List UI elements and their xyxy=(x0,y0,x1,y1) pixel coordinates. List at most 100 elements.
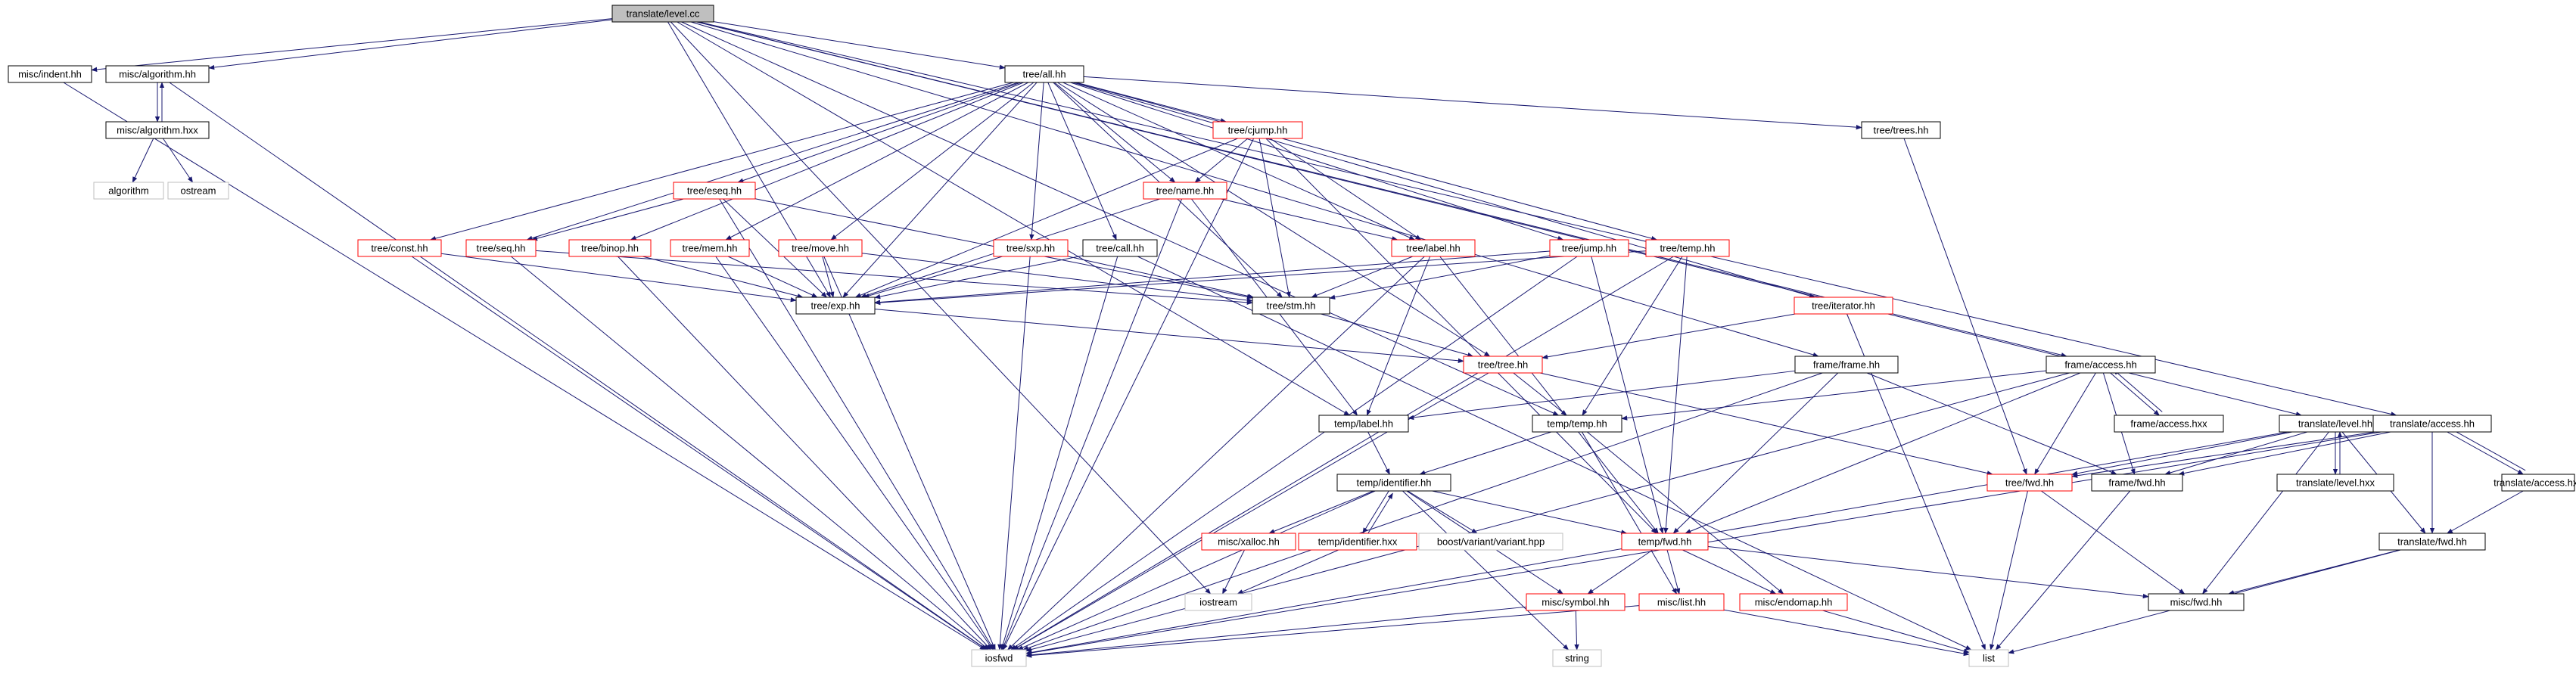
node-misc-algorithm-hh[interactable]: misc/algorithm.hh xyxy=(105,65,210,83)
edge-tree_eseq_hh-to-iosfwd xyxy=(719,198,994,651)
node-label: iosfwd xyxy=(985,653,1013,664)
node-tree-seq-hh[interactable]: tree/seq.hh xyxy=(465,239,537,257)
node-level-cc[interactable]: translate/level.cc xyxy=(611,5,714,23)
edge-tree_cjump_hh-to-tree_exp_hh xyxy=(854,138,1238,298)
node-frame-frame-hh[interactable]: frame/frame.hh xyxy=(1794,356,1899,374)
node-frame-fwd-hh[interactable]: frame/fwd.hh xyxy=(2091,474,2183,492)
edge-translate_level_hh-to-frame_fwd_hh xyxy=(2164,431,2308,476)
edge-tree_all_hh-to-tree_sxp_hh xyxy=(1029,82,1044,241)
node-tree-iterator-hh[interactable]: tree/iterator.hh xyxy=(1794,297,1893,315)
edge-translate_access_hh-to-frame_fwd_hh xyxy=(2178,431,2391,476)
node-box xyxy=(1184,593,1252,611)
node-translate-access-hxx[interactable]: translate/access.hxx xyxy=(2494,474,2576,492)
edge-tree_all_hh-to-tree_call_hh xyxy=(1047,82,1117,241)
edge-tree_call_hh-to-list xyxy=(1137,256,1972,651)
edge-tree_all_hh-to-tree_const_hh xyxy=(429,82,1014,241)
edge-tree_call_hh-to-tree_exp_hh xyxy=(874,255,1084,300)
node-misc-fwd-hh[interactable]: misc/fwd.hh xyxy=(2148,593,2245,611)
edge-tree_binop_hh-to-tree_exp_hh xyxy=(642,256,804,299)
node-tree-temp-hh[interactable]: tree/temp.hh xyxy=(1645,239,1730,257)
node-tree-exp-hh[interactable]: tree/exp.hh xyxy=(795,297,876,315)
node-misc-symbol-hh[interactable]: misc/symbol.hh xyxy=(1526,593,1626,611)
node-tree-label-hh[interactable]: tree/label.hh xyxy=(1391,239,1476,257)
node-translate-fwd-hh[interactable]: translate/fwd.hh xyxy=(2378,533,2486,551)
edge-translate_access_hh-to-tree_fwd_hh xyxy=(2071,431,2376,478)
node-label: list xyxy=(1983,653,1995,664)
edge-tree_sxp_hh-to-tree_stm_hh xyxy=(1067,256,1254,299)
node-tree-jump-hh[interactable]: tree/jump.hh xyxy=(1549,239,1629,257)
edge-temp_label_hh-to-temp_identifier_hh xyxy=(1367,431,1390,475)
node-temp-temp-hh[interactable]: temp/temp.hh xyxy=(1532,415,1622,433)
node-misc-list-hh[interactable]: misc/list.hh xyxy=(1638,593,1725,611)
edge-translate_access_hxx-to-translate_fwd_hh xyxy=(2447,490,2524,534)
node-box xyxy=(1212,121,1303,139)
edge-temp_fwd_hh-to-misc_fwd_hh xyxy=(1707,545,2149,599)
node-tree-trees-hh[interactable]: tree/trees.hh xyxy=(1861,121,1941,139)
edge-temp_fwd_hh-to-misc_list_hh xyxy=(1666,549,1681,595)
edge-misc_list_hh-to-iosfwd xyxy=(1025,605,1640,658)
node-tree-binop-hh[interactable]: tree/binop.hh xyxy=(568,239,652,257)
node-temp-identifier-hh[interactable]: temp/identifier.hh xyxy=(1336,474,1451,492)
node-ostream[interactable]: ostream xyxy=(167,182,229,200)
node-temp-identifier-hxx[interactable]: temp/identifier.hxx xyxy=(1298,533,1417,551)
node-algorithm[interactable]: algorithm xyxy=(93,182,164,200)
node-string[interactable]: string xyxy=(1552,649,1602,667)
edge-translate_access_hxx-to-translate_access_hh xyxy=(2448,427,2526,471)
node-misc-indent-hh[interactable]: misc/indent.hh xyxy=(8,65,92,83)
node-tree-sxp-hh[interactable]: tree/sxp.hh xyxy=(993,239,1069,257)
node-translate-level-hxx[interactable]: translate/level.hxx xyxy=(2276,474,2394,492)
node-iostream[interactable]: iostream xyxy=(1184,593,1252,611)
node-tree-stm-hh[interactable]: tree/stm.hh xyxy=(1252,297,1330,315)
edge-tree_temp_hh-to-tree_exp_hh xyxy=(874,250,1647,306)
node-temp-label-hh[interactable]: temp/label.hh xyxy=(1318,415,1409,433)
edge-temp_temp_hh-to-misc_endomap_hh xyxy=(1587,431,1784,595)
edge-frame_frame_hh-to-temp_fwd_hh xyxy=(1672,372,1839,534)
node-tree-tree-hh[interactable]: tree/tree.hh xyxy=(1463,356,1543,374)
node-label: tree/temp.hh xyxy=(1660,243,1716,254)
node-label: tree/fwd.hh xyxy=(2005,477,2054,489)
node-box xyxy=(2276,474,2394,492)
node-misc-algorithm-hxx[interactable]: misc/algorithm.hxx xyxy=(105,121,210,139)
node-tree-fwd-hh[interactable]: tree/fwd.hh xyxy=(1986,474,2073,492)
node-label: frame/access.hh xyxy=(2064,359,2136,371)
node-box xyxy=(8,65,92,83)
edge-level_cc-to-translate_level_hh xyxy=(696,21,2302,417)
node-frame-access-hxx[interactable]: frame/access.hxx xyxy=(2114,415,2224,433)
node-tree-call-hh[interactable]: tree/call.hh xyxy=(1082,239,1158,257)
node-translate-access-hh[interactable]: translate/access.hh xyxy=(2372,415,2492,433)
edge-misc_algorithm_hxx-to-ostream xyxy=(163,138,194,183)
edge-tree_seq_hh-to-tree_stm_hh xyxy=(535,250,1253,305)
node-tree-cjump-hh[interactable]: tree/cjump.hh xyxy=(1212,121,1303,139)
node-tree-mem-hh[interactable]: tree/mem.hh xyxy=(670,239,750,257)
node-label: iostream xyxy=(1199,597,1237,608)
node-label: tree/sxp.hh xyxy=(1006,243,1055,254)
node-tree-move-hh[interactable]: tree/move.hh xyxy=(778,239,863,257)
node-translate-level-hh[interactable]: translate/level.hh xyxy=(2279,415,2392,433)
edge-translate_level_hh-to-misc_fwd_hh xyxy=(2202,431,2329,595)
node-misc-xalloc-hh[interactable]: misc/xalloc.hh xyxy=(1201,533,1296,551)
node-list[interactable]: list xyxy=(1968,649,2009,667)
node-label: tree/const.hh xyxy=(371,243,428,254)
node-tree-all-hh[interactable]: tree/all.hh xyxy=(1004,65,1084,83)
node-label: translate/level.hxx xyxy=(2296,477,2375,489)
node-iosfwd[interactable]: iosfwd xyxy=(971,649,1027,667)
edge-tree_const_hh-to-tree_exp_hh xyxy=(440,253,797,303)
node-tree-eseq-hh[interactable]: tree/eseq.hh xyxy=(673,182,756,200)
edge-tree_exp_hh-to-tree_tree_hh xyxy=(874,309,1464,363)
edge-tree_call_hh-to-iosfwd xyxy=(1000,256,1118,651)
node-misc-endomap-hh[interactable]: misc/endomap.hh xyxy=(1739,593,1848,611)
node-boost-variant[interactable]: boost/variant/variant.hpp xyxy=(1418,533,1563,551)
edge-level_cc-to-temp_temp_hh xyxy=(681,21,1560,416)
node-temp-fwd-hh[interactable]: temp/fwd.hh xyxy=(1621,533,1709,551)
node-frame-access-hh[interactable]: frame/access.hh xyxy=(2046,356,2156,374)
node-tree-const-hh[interactable]: tree/const.hh xyxy=(357,239,442,257)
node-label: tree/name.hh xyxy=(1156,185,1215,197)
node-label: temp/temp.hh xyxy=(1547,418,1607,430)
node-label: frame/access.hxx xyxy=(2130,418,2207,430)
node-tree-name-hh[interactable]: tree/name.hh xyxy=(1143,182,1227,200)
node-label: frame/frame.hh xyxy=(1813,359,1880,371)
node-label: translate/access.hxx xyxy=(2494,477,2576,489)
edge-tree_cjump_hh-to-tree_label_hh xyxy=(1270,138,1422,241)
node-label: tree/eseq.hh xyxy=(687,185,742,197)
